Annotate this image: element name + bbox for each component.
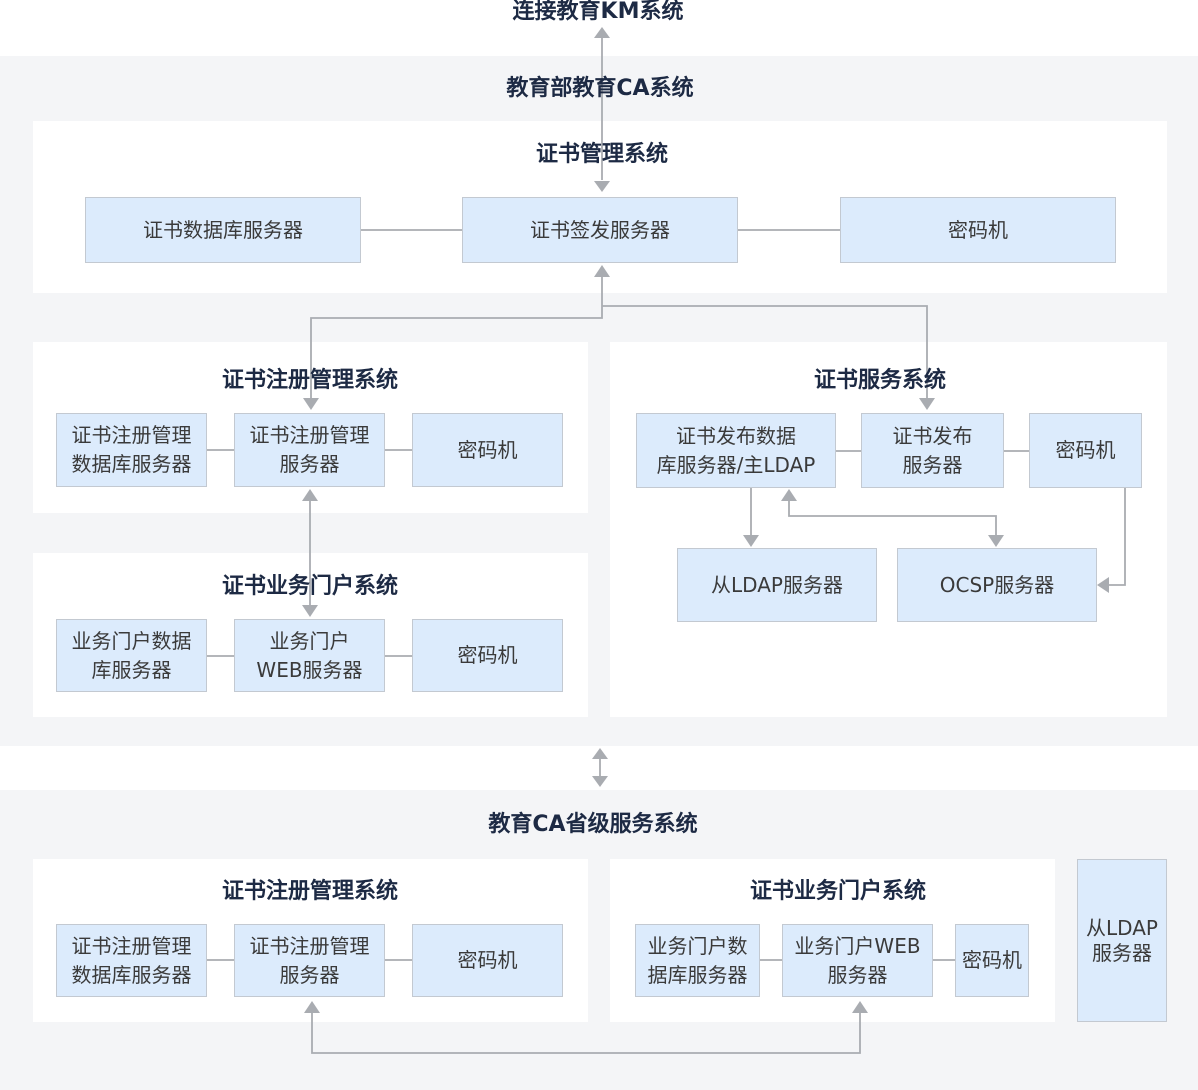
crypto-ocsp-link [1108,488,1126,586]
reg-portal-arrow-up [302,489,318,501]
publish-server: 证书发布 服务器 [861,413,1004,488]
slave-arrow-down [743,535,759,547]
reg-arrow-down [303,398,319,410]
portal-db-server: 业务门户数据 库服务器 [56,619,207,692]
reg-portal-arrow-down [302,605,318,617]
prov-reg-db-server: 证书注册管理 数据库服务器 [56,924,207,997]
prov-slave-ldap-server: 从LDAP 服务器 [1077,859,1167,1022]
prov-reg-arrow-up [304,1001,320,1013]
km-arrow-up [594,27,610,38]
province-ca-title: 教育CA省级服务系统 [488,812,698,837]
prov-reg-portal-link [311,1012,861,1054]
sign-to-service-link [602,305,928,398]
service-arrow-down [919,398,935,410]
cert-db-server: 证书数据库服务器 [85,197,361,263]
publish-db-server: 证书发布数据 库服务器/主LDAP [636,413,836,488]
reg-crypto: 密码机 [412,413,563,487]
service-panel [610,342,1167,717]
km-arrow-down [594,181,610,192]
prov-portal-crypto: 密码机 [955,924,1029,997]
ministry-ca-title: 教育部教育CA系统 [506,76,694,101]
km-system-label: 连接教育KM系统 [512,0,684,24]
prov-reg-server: 证书注册管理 服务器 [234,924,385,997]
cert-mgmt-crypto: 密码机 [840,197,1116,263]
portal-web-server: 业务门户 WEB服务器 [234,619,385,692]
reg-db-server: 证书注册管理 数据库服务器 [56,413,207,487]
service-title: 证书服务系统 [813,368,946,393]
prov-portal-arrow-up [852,1001,868,1013]
prov-portal-title: 证书业务门户系统 [749,879,926,904]
reg-server: 证书注册管理 服务器 [234,413,385,487]
horizontal-links [207,229,1029,961]
publishdb-ocsp-link [788,500,997,536]
ocsp-arrow-left [1097,577,1109,593]
prov-portal-db-server: 业务门户数 据库服务器 [635,924,760,997]
ocsp-server: OCSP服务器 [897,548,1097,622]
ocsp-arrow-down [988,535,1004,547]
publishdb-arrow-up [781,489,797,501]
sign-to-reg-link [310,276,603,398]
cert-sign-server: 证书签发服务器 [462,197,738,263]
prov-reg-mgmt-title: 证书注册管理系统 [221,879,398,904]
prov-reg-crypto: 密码机 [412,924,563,997]
slave-ldap-server: 从LDAP服务器 [677,548,877,622]
cert-mgmt-title: 证书管理系统 [535,142,668,167]
sign-arrow-up [594,265,610,277]
portal-title: 证书业务门户系统 [221,574,398,599]
mp-arrow-down [592,776,608,787]
prov-portal-web-server: 业务门户WEB 服务器 [782,924,933,997]
mp-arrow-up [592,748,608,759]
service-crypto: 密码机 [1029,413,1142,488]
portal-crypto: 密码机 [412,619,563,692]
reg-mgmt-title: 证书注册管理系统 [221,368,398,393]
